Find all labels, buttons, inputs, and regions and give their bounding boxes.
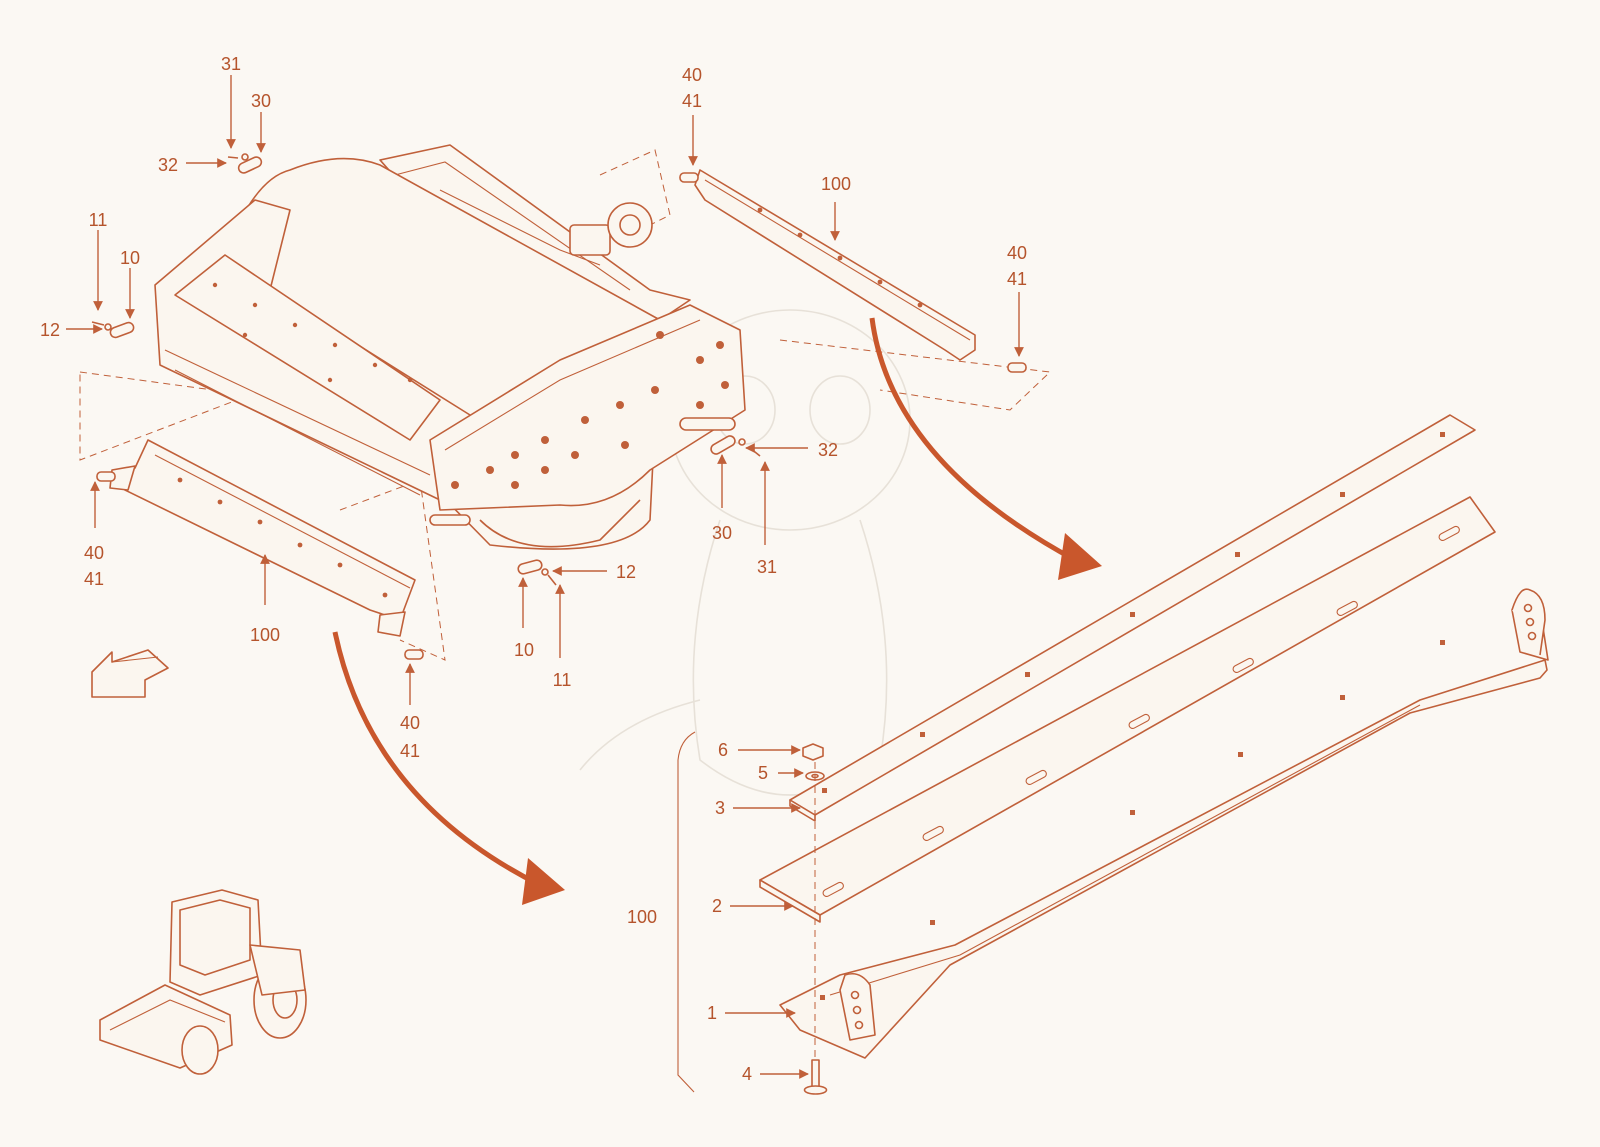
curved-arrow-right xyxy=(869,317,1077,563)
curved-arrow-left xyxy=(332,631,542,888)
detail-bracket xyxy=(677,731,696,1093)
plate-part-2 xyxy=(759,496,1496,923)
callout-40: 40 xyxy=(1007,243,1027,263)
callout-12: 12 xyxy=(40,320,60,340)
callout-3: 3 xyxy=(715,798,725,818)
callout-6: 6 xyxy=(718,740,728,760)
callout-40: 40 xyxy=(84,543,104,563)
bolt-part-4 xyxy=(803,1059,828,1095)
callout-10: 10 xyxy=(120,248,140,268)
callout-30: 30 xyxy=(712,523,732,543)
fasteners-bottom xyxy=(517,559,557,586)
callout-41: 41 xyxy=(1007,269,1027,289)
blade-assembly-left xyxy=(109,439,416,637)
curved-arrow-left-head xyxy=(522,858,565,905)
roller-machine-icon xyxy=(99,889,307,1075)
fasteners-right xyxy=(710,435,761,457)
callout-2: 2 xyxy=(712,896,722,916)
fasteners-blade-ends xyxy=(96,172,1027,660)
callout-10: 10 xyxy=(514,640,534,660)
callout-1: 1 xyxy=(707,1003,717,1023)
callout-100: 100 xyxy=(627,907,657,927)
callout-31: 31 xyxy=(221,54,241,74)
nut-part-6 xyxy=(802,743,824,761)
blade-assembly-right xyxy=(694,169,976,361)
curved-arrow-right-head xyxy=(1058,533,1102,580)
fasteners-left xyxy=(91,321,135,339)
callout-labels: 31 30 32 11 10 12 40 41 100 40 41 32 30 … xyxy=(40,54,1027,1084)
callout-100: 100 xyxy=(250,625,280,645)
callout-31: 31 xyxy=(757,557,777,577)
leader-lines xyxy=(66,75,1024,1079)
callout-40: 40 xyxy=(400,713,420,733)
callout-32: 32 xyxy=(818,440,838,460)
drum-frame-assembly xyxy=(79,144,1052,661)
fasteners-top-left xyxy=(227,153,263,174)
callout-41: 41 xyxy=(682,91,702,111)
callout-41: 41 xyxy=(400,741,420,761)
callout-11: 11 xyxy=(553,670,572,690)
direction-arrow-icon xyxy=(91,649,169,698)
callout-100: 100 xyxy=(821,174,851,194)
callout-11: 11 xyxy=(89,210,108,230)
callout-40: 40 xyxy=(682,65,702,85)
callout-5: 5 xyxy=(758,763,768,783)
callout-12: 12 xyxy=(616,562,636,582)
callout-41: 41 xyxy=(84,569,104,589)
callout-32: 32 xyxy=(158,155,178,175)
callout-30: 30 xyxy=(251,91,271,111)
plate-part-1 xyxy=(779,588,1549,1059)
callout-4: 4 xyxy=(742,1064,752,1084)
